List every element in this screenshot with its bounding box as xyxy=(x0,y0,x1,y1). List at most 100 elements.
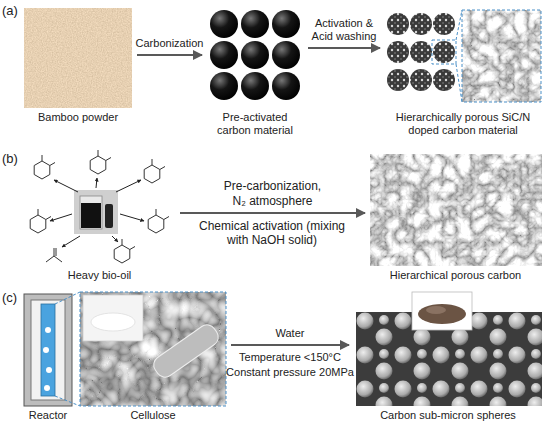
process-step: Pre-carbonization, N₂ atmosphere xyxy=(219,179,327,208)
photo-ground xyxy=(74,190,118,234)
carbon-sphere xyxy=(272,41,300,69)
porous-sphere xyxy=(410,69,432,91)
cellulose-powder xyxy=(91,313,135,331)
image-caption: Pre-activated carbon material xyxy=(205,110,305,138)
zoom-line xyxy=(55,292,80,304)
panel-letter: (a) xyxy=(2,3,26,19)
porous-sphere xyxy=(433,13,455,35)
zoom-frame xyxy=(462,10,541,102)
zoom-line xyxy=(456,64,462,102)
molecule xyxy=(90,150,111,174)
carbon-sphere xyxy=(241,72,269,100)
cellulose-fibre xyxy=(150,321,222,380)
reactor-shell xyxy=(24,294,72,406)
small-arrow xyxy=(112,236,118,242)
process-condition: Constant pressure 20MPa xyxy=(222,366,358,379)
reaction-arrows xyxy=(50,178,144,247)
image-caption: Cellulose xyxy=(78,408,228,423)
porous-sphere xyxy=(433,69,455,91)
cellulose-sem xyxy=(80,292,226,406)
molecule xyxy=(114,239,135,263)
process-step: Carbonization xyxy=(128,37,212,50)
bubble xyxy=(44,385,50,391)
water-column xyxy=(41,304,55,396)
carbon-powder xyxy=(426,306,446,314)
acid-molecule xyxy=(46,248,62,262)
figure-panel: Hierarchical porous carbon xyxy=(368,152,543,283)
reactor-wall xyxy=(31,300,65,400)
bubble xyxy=(43,347,49,353)
carbon-sphere xyxy=(272,72,300,100)
carbon-powder xyxy=(418,304,466,324)
carbon-sphere xyxy=(241,10,269,38)
carbon-sphere xyxy=(210,72,238,100)
process-condition: Chemical activation (mixing with NaOH so… xyxy=(196,219,348,248)
process-step: Water xyxy=(250,327,330,340)
molecule xyxy=(30,209,51,233)
porous-spheres xyxy=(387,13,455,91)
porous-sphere xyxy=(387,41,409,63)
carbon-sphere xyxy=(241,41,269,69)
bubble xyxy=(45,327,51,333)
sem-image xyxy=(370,154,542,266)
molecule xyxy=(148,209,169,233)
product-photo xyxy=(412,292,472,330)
porous-sphere xyxy=(410,13,432,35)
image-caption: Reactor xyxy=(20,408,76,423)
small-arrow xyxy=(120,214,144,221)
carbon-sphere xyxy=(210,10,238,38)
porous-sphere xyxy=(387,13,409,35)
panel-letter: (c) xyxy=(2,290,26,306)
sem-inset xyxy=(462,10,541,102)
bio-oil-photo xyxy=(74,190,118,234)
small-arrow xyxy=(96,178,97,188)
image-caption: Bamboo powder xyxy=(22,110,134,125)
zoom-frame xyxy=(432,40,456,64)
carbon-spheres xyxy=(210,10,300,100)
image-caption: Carbon sub-micron spheres xyxy=(352,408,544,423)
figure-panel: Cellulose xyxy=(78,290,228,423)
small-arrow xyxy=(50,214,72,221)
zoom-line xyxy=(55,396,80,406)
porous-sphere xyxy=(410,41,432,63)
process-arrow xyxy=(137,54,202,56)
panel-letter: (b) xyxy=(2,151,26,167)
image-caption: Hierarchical porous carbon xyxy=(368,268,543,283)
figure-panel: Carbon sub-micron spheres xyxy=(352,290,544,423)
figure-panel: Pre-activated carbon material xyxy=(205,6,305,138)
process-arrow xyxy=(308,47,380,49)
small-arrow xyxy=(54,180,78,192)
molecule-structures xyxy=(30,150,169,263)
figure-panel: Hierarchically porous SiC/N doped carbon… xyxy=(383,6,543,138)
porous-sphere xyxy=(433,41,455,63)
process-step: Activation & Acid washing xyxy=(304,17,384,43)
small-arrow xyxy=(62,236,80,247)
figure-panel: Reactor xyxy=(20,290,76,423)
beaker xyxy=(80,196,102,229)
bubble xyxy=(46,367,52,373)
figure-panel: Heavy bio-oil xyxy=(22,148,177,283)
small-arrow xyxy=(116,180,141,192)
reactor-drawing xyxy=(24,294,72,406)
zoom-frame xyxy=(80,292,226,406)
figure-panel: Bamboo powder xyxy=(22,6,134,125)
carbon-sphere xyxy=(210,41,238,69)
molecule xyxy=(34,155,55,179)
zoom-line xyxy=(456,10,462,40)
bamboo-powder-photo xyxy=(24,8,132,108)
process-arrow xyxy=(180,212,365,214)
porous-sphere xyxy=(387,69,409,91)
image-caption: Heavy bio-oil xyxy=(22,268,177,283)
vial xyxy=(105,204,113,228)
bio-oil-liquid xyxy=(81,203,101,228)
cellulose-photo xyxy=(83,295,143,341)
carbon-sphere xyxy=(272,10,300,38)
image-caption: Hierarchically porous SiC/N doped carbon… xyxy=(383,110,543,138)
process-condition: Temperature <150°C xyxy=(222,351,358,364)
process-arrow xyxy=(231,344,349,346)
